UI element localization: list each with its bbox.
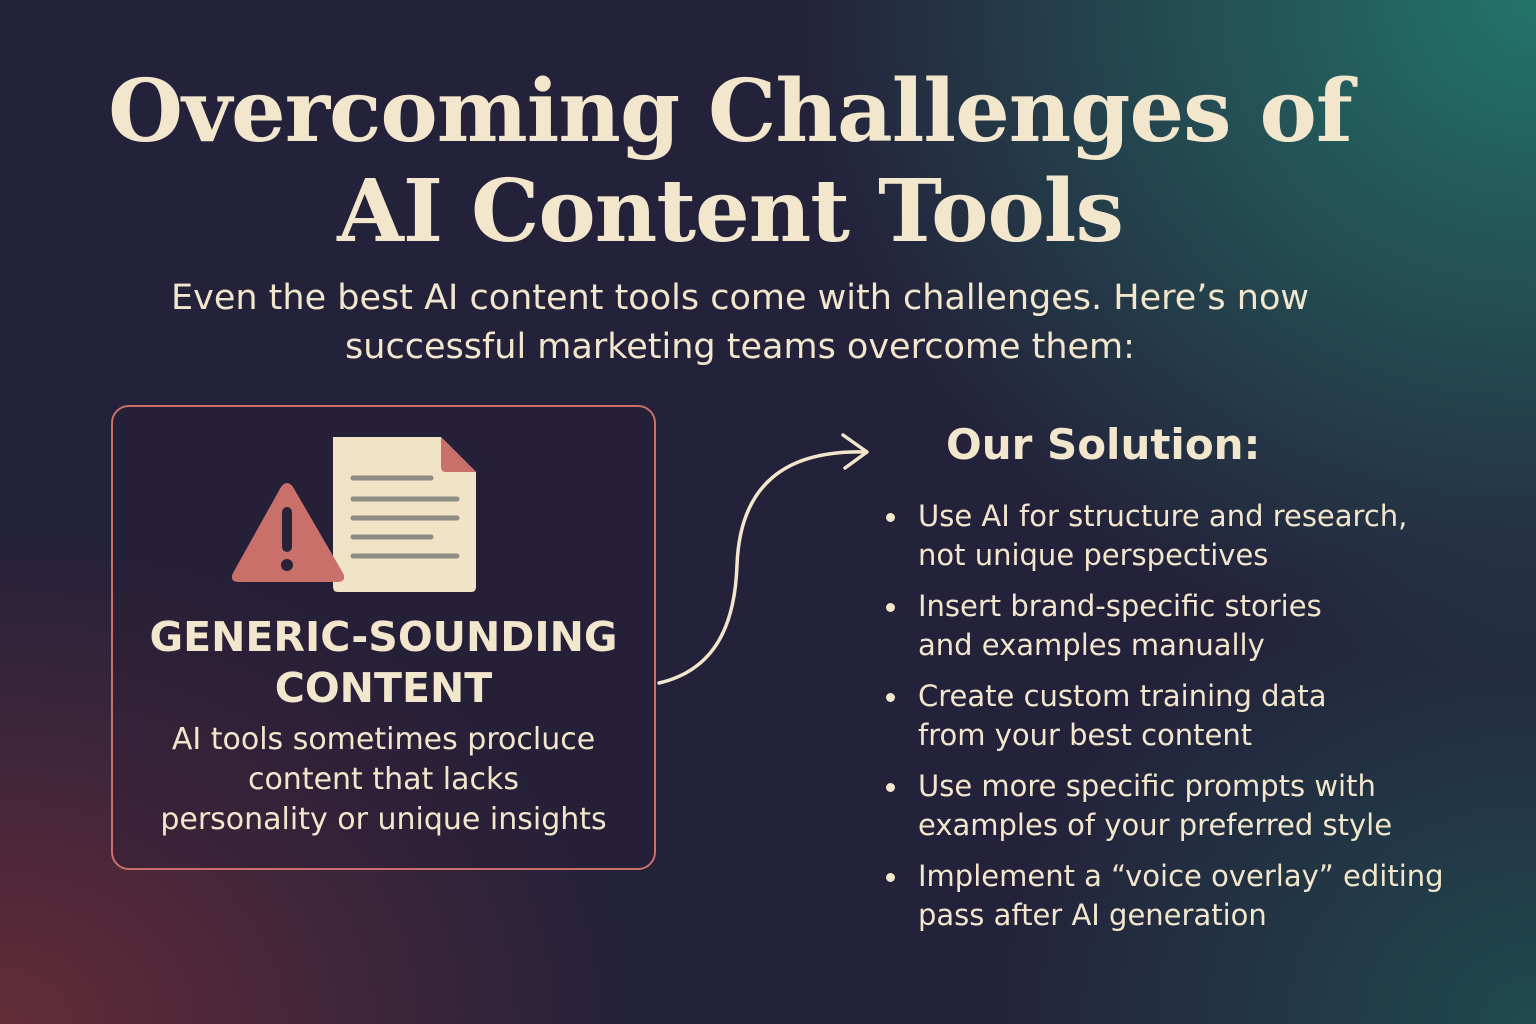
list-item: Use AI for structure and research, not un… [880, 497, 1520, 575]
challenge-card: GENERIC-SOUNDING CONTENT AI tools someti… [111, 405, 656, 870]
list-item: Use more specific prompts with examples o… [880, 767, 1520, 845]
page-title: Overcoming Challenges of AI Content Tool… [0, 62, 1460, 262]
solution-list: Use AI for structure and research, not un… [880, 497, 1520, 947]
challenge-desc-line: content that lacks [247, 762, 520, 797]
list-item-text: Create custom training data [918, 679, 1327, 713]
document-icon [333, 437, 476, 592]
bullet-icon [886, 693, 895, 702]
solution-title: Our Solution: [946, 420, 1261, 469]
list-item: Insert brand-specific stories and example… [880, 587, 1520, 665]
challenge-title-line: CONTENT [274, 664, 493, 712]
list-item-text: Implement a “voice overlay” editing [918, 859, 1444, 893]
subtitle: Even the best AI content tools come with… [0, 274, 1480, 372]
list-item-text: examples of your preferred style [918, 808, 1393, 842]
subtitle-line: successful marketing teams overcome them… [345, 327, 1135, 367]
title-line: Overcoming Challenges of [108, 61, 1353, 162]
list-item-text: Use AI for structure and research, [918, 499, 1408, 533]
arrow-icon [657, 433, 869, 685]
warning-document-icon [231, 437, 476, 592]
subtitle-line: Even the best AI content tools come with… [171, 278, 1309, 318]
warning-icon [231, 483, 345, 582]
challenge-desc-line: AI tools sometimes procluce [171, 722, 596, 757]
challenge-title-line: GENERIC-SOUNDING [149, 613, 618, 661]
list-item-text: from your best content [918, 718, 1253, 752]
bullet-icon [886, 873, 895, 882]
list-item-text: Use more specific prompts with [918, 769, 1376, 803]
challenge-description: AI tools sometimes procluce content that… [113, 720, 654, 840]
challenge-title: GENERIC-SOUNDING CONTENT [113, 612, 654, 714]
list-item-text: Insert brand-specific stories [918, 589, 1322, 623]
list-item: Create custom training data from your bes… [880, 677, 1520, 755]
bullet-icon [886, 513, 895, 522]
bullet-icon [886, 783, 895, 792]
list-item-text: pass after AI generation [918, 898, 1267, 932]
bullet-icon [886, 603, 895, 612]
list-item-text: and examples manually [918, 628, 1265, 662]
list-item-text: not unique perspectives [918, 538, 1269, 572]
challenge-desc-line: personality or unique insights [160, 802, 607, 837]
list-item: Implement a “voice overlay” editing pass … [880, 857, 1520, 935]
title-line: AI Content Tools [337, 161, 1124, 262]
